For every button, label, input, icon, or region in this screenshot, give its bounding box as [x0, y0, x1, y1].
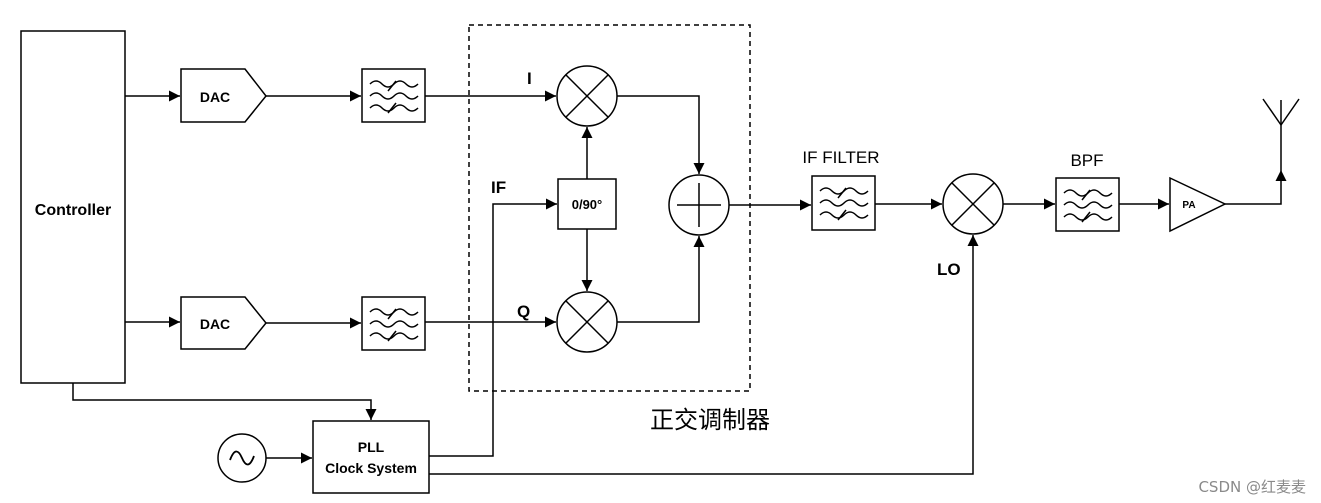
oscillator-icon [217, 433, 267, 483]
watermark: CSDN @红麦麦 [1198, 478, 1306, 496]
q-label: Q [517, 302, 530, 321]
mixer-i [556, 65, 618, 127]
lo-label: LO [937, 260, 961, 279]
modulator-caption: 正交调制器 [650, 407, 770, 434]
pa-label: PA [1182, 200, 1195, 211]
bpf-label: BPF [1070, 151, 1103, 170]
controller-block: Controller [20, 30, 126, 384]
clock-system-label: Clock System [325, 460, 417, 476]
summer [668, 174, 730, 236]
dac-bottom-label: DAC [200, 316, 230, 332]
if-filter-label: IF FILTER [802, 148, 879, 167]
i-label: I [527, 69, 532, 88]
power-amplifier: PA [1169, 176, 1227, 233]
if-filter [811, 175, 876, 231]
antenna-icon [1262, 98, 1300, 170]
filter-top [361, 68, 426, 123]
bpf-filter [1055, 177, 1120, 232]
pll-label: PLL [358, 439, 385, 455]
filter-bottom [361, 296, 426, 351]
dac-bottom: DAC [180, 296, 267, 350]
dac-top: DAC [180, 68, 267, 123]
pll-clock-system: PLL Clock System [312, 420, 430, 494]
mixer-lo [942, 173, 1004, 235]
if-label: IF [491, 178, 506, 197]
mixer-q [556, 291, 618, 353]
quadrature-modulator-boundary [468, 24, 751, 392]
dac-top-label: DAC [200, 89, 230, 105]
controller-label: Controller [35, 202, 111, 219]
phase-shifter: 0/90° [557, 178, 617, 230]
phase-shifter-label: 0/90° [572, 197, 603, 212]
signal-connections [72, 90, 1287, 475]
